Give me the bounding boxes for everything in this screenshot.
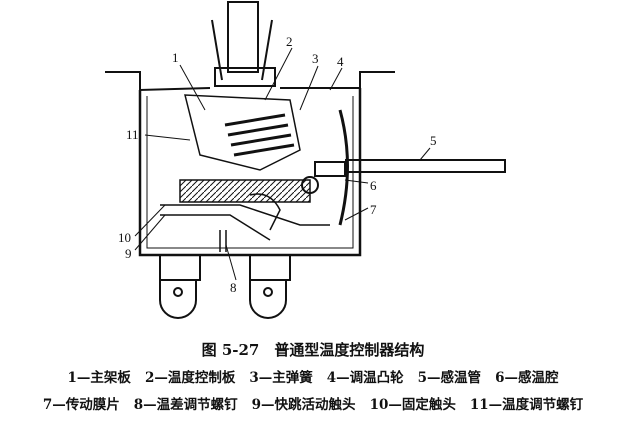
sensing-tube <box>314 109 506 226</box>
callout-9: 9 <box>125 246 132 261</box>
callout-3: 3 <box>312 51 319 66</box>
legend-item: 10—固定触头 <box>369 397 456 413</box>
thermostat-structure-drawing: 1 2 3 4 5 6 7 8 9 10 11 <box>105 1 506 319</box>
legend-item: 11—温度调节螺钉 <box>469 397 584 413</box>
legend-row-1: 1—主架板 2—温度控制板 3—主弹簧 4—调温凸轮 5—感温管 6—感温腔 <box>0 366 626 386</box>
legend-row-2: 7—传动膜片 8—温差调节螺钉 9—快跳活动触头 10—固定触头 11—温度调节螺钉 <box>0 393 626 413</box>
callout-10: 10 <box>118 230 131 245</box>
callout-7: 7 <box>370 202 377 217</box>
contacts <box>160 193 330 252</box>
callout-11: 11 <box>126 127 139 142</box>
terminals <box>159 280 287 319</box>
callout-2: 2 <box>286 34 293 49</box>
callout-5: 5 <box>430 133 437 148</box>
legend-item: 5—感温管 <box>417 370 482 386</box>
legend-item: 4—调温凸轮 <box>326 370 404 386</box>
callout-6: 6 <box>370 178 377 193</box>
legend-item: 3—主弹簧 <box>249 370 313 386</box>
legend-item: 1—主架板 <box>67 370 131 386</box>
housing <box>105 71 395 281</box>
legend-item: 7—传动膜片 <box>42 397 120 413</box>
legend-item: 6—感温腔 <box>495 370 559 386</box>
callout-1: 1 <box>172 50 179 65</box>
callout-4: 4 <box>337 54 344 69</box>
leader-lines <box>134 47 431 281</box>
callout-8: 8 <box>230 280 237 295</box>
adjustment-shaft <box>211 1 276 87</box>
legend-item: 8—温差调节螺钉 <box>133 397 238 413</box>
legend-item: 9—快跳活动触头 <box>251 397 356 413</box>
main-frame-and-spring <box>179 94 319 203</box>
figure-title: 图 5-27 普通型温度控制器结构 <box>201 341 425 359</box>
legend-item: 2—温度控制板 <box>144 370 236 386</box>
